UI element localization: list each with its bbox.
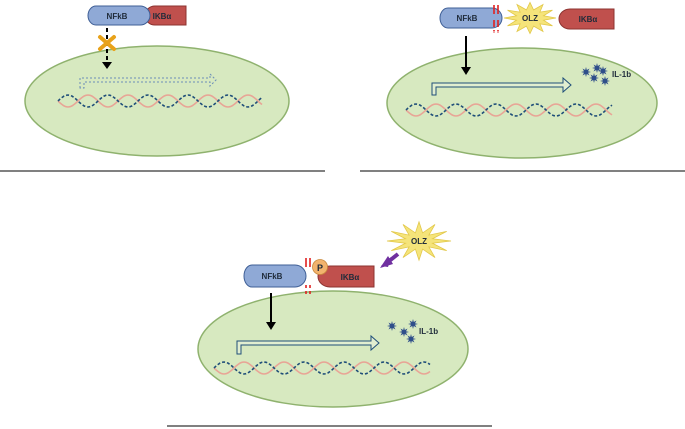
block-x-icon: [98, 35, 116, 51]
nfkb-label: NFkB: [107, 12, 128, 21]
transcription-arrow: [236, 334, 380, 355]
ikba-protein-phosphorylated: IKBα P: [312, 259, 375, 288]
olz-burst: OLZ: [503, 1, 557, 35]
nfkb-shape: [87, 5, 151, 26]
ikba-label: IKBα: [153, 12, 172, 21]
nfkb-label: NFkB: [457, 14, 478, 23]
dna-helix: [405, 103, 613, 117]
olz-label: OLZ: [522, 14, 538, 23]
dna-helix: [213, 361, 431, 375]
olz-label: OLZ: [411, 237, 427, 246]
transcription-arrow: [431, 76, 572, 96]
cell-nucleus: [386, 47, 658, 159]
ikba-label: IKBα: [341, 273, 360, 282]
nfkb-complex: NFkB: [243, 258, 311, 294]
nfkb-complex: NFkB: [439, 5, 503, 33]
transcription-arrow-dashed: [79, 72, 217, 89]
dissociation-mark: [305, 258, 311, 294]
phosphate-label: P: [317, 263, 323, 273]
nfkb-label: NFkB: [262, 272, 283, 281]
nfkb-ikba-complex: NFkB IKBα: [87, 5, 187, 26]
translocation-arrow: [461, 36, 471, 75]
nfkb-shape: [243, 264, 307, 288]
purple-action-arrow: [380, 252, 400, 268]
il1b-label: IL-1b: [612, 70, 631, 79]
phosphate-badge: [312, 259, 328, 275]
panel-top-left: NFkB IKBα: [0, 5, 325, 172]
panel-bottom: NFkB IKBα P OLZ: [167, 220, 492, 427]
ikba-shape: [558, 8, 615, 30]
cell-nucleus: [197, 290, 469, 408]
translocation-arrow: [266, 293, 276, 330]
nfkb-shape: [439, 7, 503, 29]
ikba-protein: IKBα: [558, 8, 615, 30]
ikba-label: IKBα: [579, 15, 598, 24]
il1b-label: IL-1b: [419, 327, 438, 336]
olz-burst: OLZ: [386, 220, 452, 262]
il1b-cytokines: IL-1b: [581, 63, 631, 86]
dna-helix: [57, 94, 263, 108]
panel-top-right: NFkB OLZ IKBα: [360, 1, 685, 172]
il1b-cytokines: IL-1b: [387, 319, 438, 344]
dissociation-mark: [493, 5, 499, 33]
